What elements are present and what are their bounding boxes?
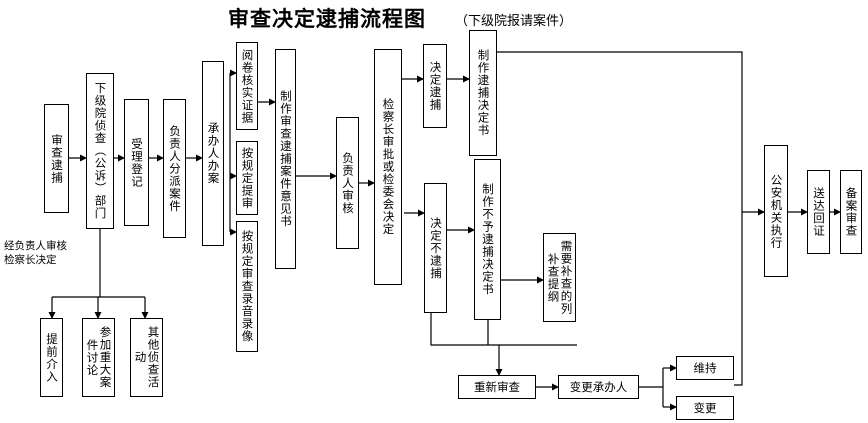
node-biangeng: 变更 [676,396,734,420]
node-zhizuo-bu: 制作不予逮捕决定书 [474,159,501,320]
node-anguiding-luyin: 按规定审查录音录像 [236,221,258,352]
line-no-arrest-down [430,313,577,346]
node-jueding-bu: 决定不逮捕 [424,183,447,313]
diagram-title: 审查决定逮捕流程图 [228,7,426,31]
node-zhizuo-daibu: 制作逮捕决定书 [469,30,497,156]
node-songda: 送达回证 [807,170,830,254]
node-fuzeren-shenhe: 负责人审核 [336,117,359,249]
node-bei-an: 备案审查 [840,170,862,254]
node-shencha-daibu: 审查逮捕 [44,104,69,213]
node-zhizuo-yijian: 制作审查逮捕案件意见书 [275,49,296,269]
line-arrest-to-police [497,51,743,212]
note-line-2: 检察长决定 [4,254,57,266]
node-chengban: 承办人办案 [202,61,224,246]
node-tiqian: 提前介入 [40,318,63,397]
node-yuejuan: 阅卷核实证据 [236,42,258,130]
node-fuzeren-fenpai: 负责人分派案件 [163,99,186,238]
note-line-1: 经负责人审核 [4,240,67,252]
node-anguiding-tishen: 按规定提审 [236,141,258,215]
node-biangeng-cbr: 变更承办人 [558,375,639,399]
node-buchong: 需要补查的列补查提纲 [543,233,576,322]
node-jianchazhang: 检察长审批或检委会决定 [374,49,402,285]
node-qita: 其他侦查活动 [130,318,163,397]
node-xiaji-zhencha: 下级院侦查（公诉）部门 [86,73,114,229]
node-jueding-daibu: 决定逮捕 [423,44,447,128]
line-maintain-to-police [734,212,743,386]
node-chongxin: 重新审查 [458,375,536,399]
node-shouli: 受理登记 [124,99,149,226]
node-weichi: 维持 [676,356,734,380]
node-canjia: 参加重大案件讨论 [82,318,115,397]
node-gongan: 公安机关执行 [764,145,788,277]
diagram-subtitle: （下级院报请案件） [455,14,573,29]
